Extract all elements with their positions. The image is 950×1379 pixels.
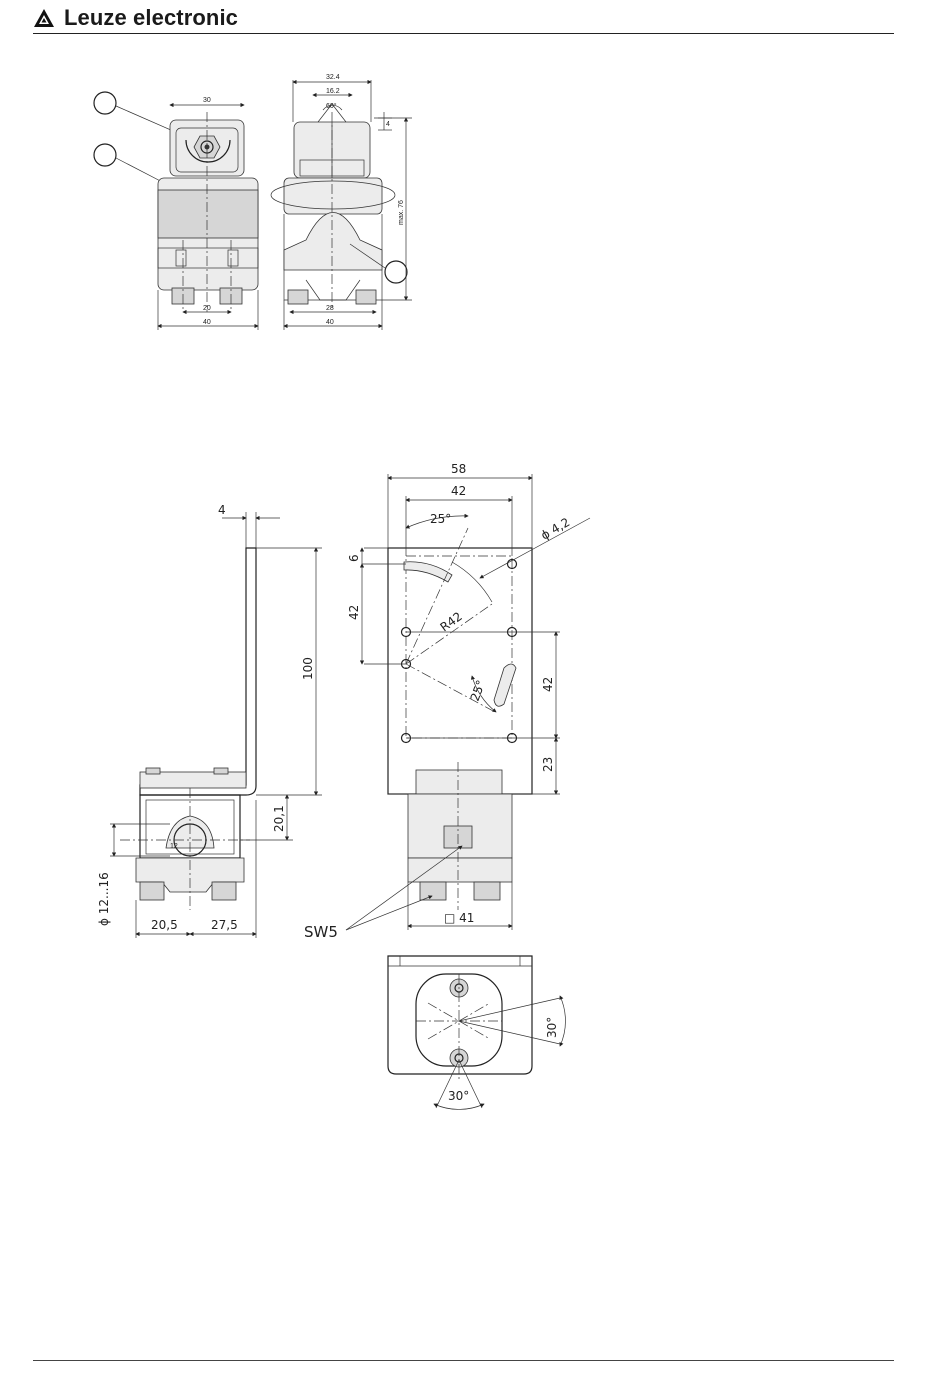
callout-circle-3 — [385, 261, 407, 283]
dim-hole-dia: ϕ 4,2 — [539, 515, 573, 543]
dim-27-5: 27,5 — [211, 918, 238, 932]
dim-12-label: 12 — [170, 843, 178, 850]
dim-25deg-top: 25° — [430, 512, 451, 526]
dim-42-right: 42 — [541, 677, 555, 692]
dim-r42: R42 — [438, 609, 465, 634]
dim-28: 28 — [326, 305, 334, 312]
dim-6: 6 — [347, 554, 361, 562]
dim-23: 23 — [541, 757, 555, 772]
dim-4-top: 4 — [386, 121, 390, 128]
dim-sq-41: □ 41 — [444, 911, 474, 925]
dim-30deg-right: 30° — [545, 1017, 559, 1038]
dim-dia-12-16: ϕ 12...16 — [97, 872, 111, 926]
footer-rule — [33, 1360, 894, 1361]
dim-30deg-bottom: 30° — [448, 1089, 469, 1103]
dim-100: 100 — [301, 657, 315, 680]
dim-max-76: max. 76 — [398, 200, 405, 225]
dim-32-4: 32.4 — [326, 74, 340, 81]
dim-30: 30 — [203, 97, 211, 104]
bracket-front-view: 58 42 25° ϕ 4,2 R42 6 42 25° 42 23 □ 41 … — [304, 462, 590, 941]
dim-58: 58 — [451, 462, 466, 476]
callout-circle-2 — [94, 144, 116, 166]
dim-4-plate: 4 — [218, 503, 226, 517]
dim-60deg: 60° — [326, 102, 337, 110]
dim-42-top: 42 — [451, 484, 466, 498]
label-sw5: SW5 — [304, 923, 338, 941]
dim-16-2: 16.2 — [326, 88, 340, 95]
dim-20-5: 20,5 — [151, 918, 178, 932]
top-front-view: 30 20 40 — [94, 92, 258, 330]
bracket-side-view: 12 4 100 20,1 ϕ 12...16 20,5 27,5 — [97, 503, 322, 938]
dim-25deg-low: 25° — [468, 678, 488, 703]
dim-40-right: 40 — [326, 319, 334, 326]
bracket-bottom-view: 30° 30° — [388, 956, 565, 1109]
top-side-view: 32.4 16.2 60° 4 max. 76 28 40 — [271, 74, 412, 330]
dim-42-left: 42 — [347, 605, 361, 620]
dim-20-1: 20,1 — [272, 805, 286, 832]
callout-circle-1 — [94, 92, 116, 114]
dim-20: 20 — [203, 305, 211, 312]
dim-40-left: 40 — [203, 319, 211, 326]
